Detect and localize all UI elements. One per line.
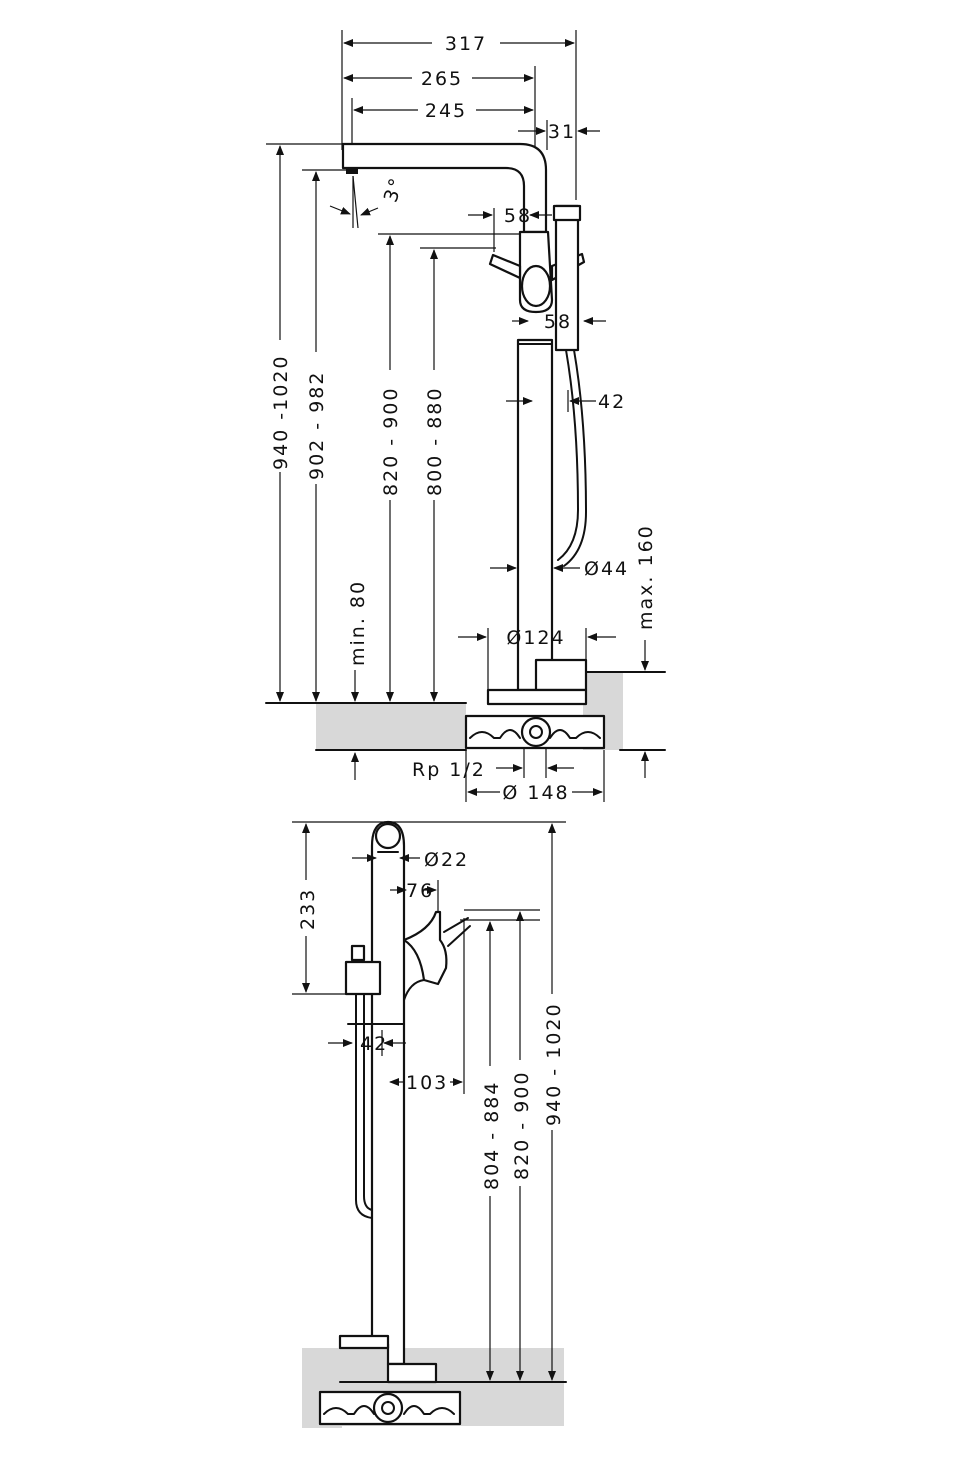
front-handle-left bbox=[488, 253, 522, 280]
dim-angle-3: 3° bbox=[329, 174, 409, 229]
dim-940-1020-front: 940 -1020 bbox=[266, 143, 342, 702]
front-shower-collar bbox=[552, 204, 582, 222]
side-spout-tip bbox=[374, 822, 402, 850]
front-handle-knob bbox=[520, 264, 552, 308]
dim-d124: Ø124 bbox=[458, 627, 616, 690]
svg-text:58: 58 bbox=[544, 311, 572, 333]
dim-76: 76 bbox=[390, 880, 439, 912]
svg-text:42: 42 bbox=[598, 391, 626, 413]
side-body-curve bbox=[403, 979, 425, 1001]
svg-text:3°: 3° bbox=[380, 174, 409, 205]
front-spout-tip bbox=[346, 168, 358, 174]
svg-text:940 - 1020: 940 - 1020 bbox=[543, 1002, 565, 1126]
dim-rp-half: Rp 1/2 bbox=[412, 748, 574, 781]
svg-text:Ø124: Ø124 bbox=[506, 627, 565, 649]
side-base-lower bbox=[386, 1362, 438, 1384]
front-floor-line bbox=[265, 671, 666, 751]
svg-text:Rp 1/2: Rp 1/2 bbox=[412, 759, 486, 781]
svg-text:103: 103 bbox=[406, 1072, 448, 1094]
side-lever bbox=[443, 917, 471, 947]
side-shower-cap bbox=[350, 944, 366, 962]
side-install-box bbox=[318, 1390, 462, 1426]
dim-800-880-front: 800 - 880 bbox=[420, 247, 496, 702]
svg-text:317: 317 bbox=[445, 33, 487, 55]
front-view: 317 265 245 31 3° bbox=[265, 30, 666, 804]
dim-940-1020-side: 940 - 1020 bbox=[543, 823, 565, 1381]
svg-text:max. 160: max. 160 bbox=[635, 524, 657, 630]
dim-42-front: 42 bbox=[506, 390, 626, 413]
dim-317: 317 bbox=[341, 30, 577, 200]
svg-text:804 - 884: 804 - 884 bbox=[481, 1081, 503, 1190]
front-base-plate bbox=[534, 658, 588, 692]
front-hose bbox=[557, 349, 587, 567]
side-hose bbox=[355, 993, 373, 1219]
side-view: 233 Ø22 76 42 103 bbox=[292, 820, 567, 1428]
dim-820-900-front: 820 - 900 bbox=[378, 233, 520, 702]
dim-103: 103 bbox=[389, 918, 465, 1094]
side-mixer bbox=[402, 910, 448, 986]
side-base-upper bbox=[338, 1334, 390, 1350]
svg-text:940 -1020: 940 -1020 bbox=[270, 354, 292, 470]
dim-min-80: min. 80 bbox=[347, 580, 369, 780]
svg-text:76: 76 bbox=[406, 880, 434, 902]
svg-text:820 - 900: 820 - 900 bbox=[380, 387, 402, 496]
dim-d44: Ø44 bbox=[490, 558, 629, 580]
side-column bbox=[370, 820, 406, 1366]
dim-d148: Ø 148 bbox=[465, 750, 605, 804]
dim-max-160: max. 160 bbox=[635, 524, 657, 778]
svg-text:31: 31 bbox=[548, 121, 576, 143]
dim-265: 265 bbox=[343, 66, 536, 150]
svg-text:820 - 900: 820 - 900 bbox=[511, 1071, 533, 1180]
dim-245: 245 bbox=[351, 98, 534, 150]
side-shower-holder bbox=[344, 960, 382, 996]
svg-text:245: 245 bbox=[425, 100, 467, 122]
svg-text:265: 265 bbox=[421, 68, 463, 90]
dim-42-side: 42 bbox=[328, 1030, 406, 1056]
front-base-rosette bbox=[486, 688, 588, 706]
front-install-box bbox=[464, 714, 606, 750]
svg-text:min. 80: min. 80 bbox=[347, 580, 369, 666]
dim-820-900-side: 820 - 900 bbox=[464, 909, 540, 1381]
dim-58-top: 58 bbox=[468, 205, 552, 252]
dim-804-884: 804 - 884 bbox=[460, 919, 540, 1381]
svg-text:Ø 148: Ø 148 bbox=[502, 782, 569, 804]
svg-text:58: 58 bbox=[504, 205, 532, 227]
dim-31: 31 bbox=[518, 120, 600, 150]
svg-text:Ø44: Ø44 bbox=[584, 558, 629, 580]
dim-58-bottom: 58 bbox=[512, 311, 606, 333]
svg-text:42: 42 bbox=[360, 1033, 388, 1055]
dim-902-982-front: 902 - 982 bbox=[302, 169, 346, 702]
svg-text:Ø22: Ø22 bbox=[424, 849, 469, 871]
dim-d22: Ø22 bbox=[352, 849, 469, 871]
front-floor-left bbox=[316, 703, 466, 751]
svg-text:902 - 982: 902 - 982 bbox=[306, 371, 328, 480]
svg-text:800 - 880: 800 - 880 bbox=[424, 387, 446, 496]
dim-233: 233 bbox=[292, 821, 566, 995]
svg-text:233: 233 bbox=[297, 888, 319, 930]
